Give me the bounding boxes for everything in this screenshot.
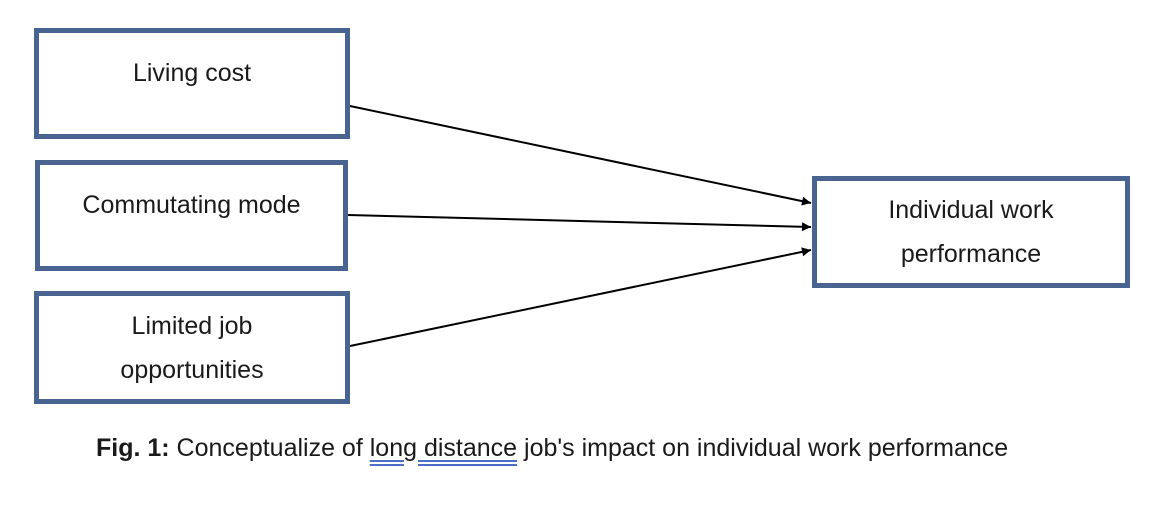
arrow-living-cost-to-performance	[349, 105, 812, 206]
node-label: Commutating mode	[82, 191, 301, 219]
node-limited-job-opportunities: Limited job opportunities	[34, 291, 350, 404]
node-individual-work-performance: Individual work performance	[812, 176, 1130, 288]
arrow-commuting-mode-to-performance	[347, 214, 812, 232]
node-commuting-mode: Commutating mode	[35, 160, 348, 271]
node-label: Living cost	[132, 59, 252, 87]
arrow-limited-jobs-to-performance	[349, 247, 812, 347]
figure-label: Fig. 1:	[96, 434, 170, 462]
caption-text: Conceptualize of	[169, 434, 370, 462]
node-label: Individual work performance	[888, 196, 1054, 268]
caption-text: job's impact on individual work performa…	[517, 434, 1009, 462]
node-label: Limited job opportunities	[120, 311, 264, 384]
caption-underlined-text: long distance	[369, 434, 518, 462]
figure-caption: Fig. 1: Conceptualize of long distance j…	[96, 428, 1008, 468]
node-living-cost: Living cost	[34, 28, 350, 139]
